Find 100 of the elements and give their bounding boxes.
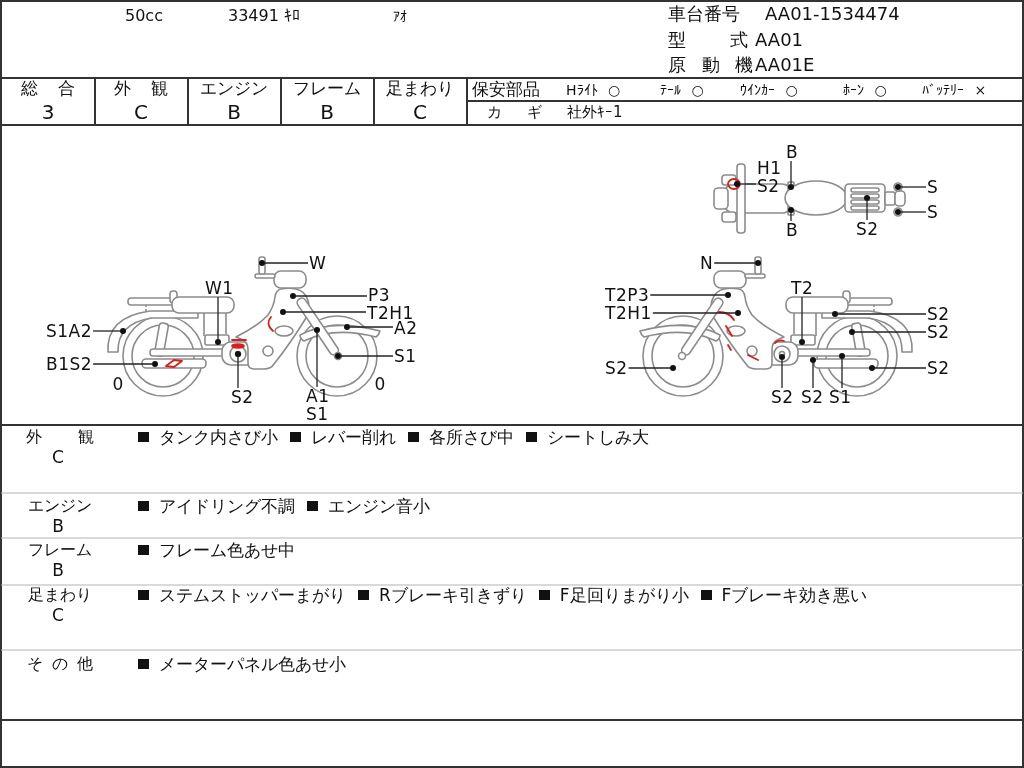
note-text: アイドリング不調 bbox=[159, 495, 295, 517]
callout-label: T2H1 bbox=[604, 304, 653, 322]
leader-line bbox=[264, 262, 309, 264]
dot-icon bbox=[832, 311, 838, 317]
section-heading: そ の 他 bbox=[26, 654, 94, 674]
dot-icon bbox=[869, 365, 875, 371]
leader-line bbox=[801, 296, 803, 340]
leader-line bbox=[652, 312, 736, 314]
callout-label: S2 bbox=[230, 388, 255, 406]
dot-icon bbox=[259, 260, 265, 266]
check-item: ﾊﾞｯﾃﾘｰ × bbox=[922, 81, 987, 99]
check-item: ﾎｰﾝ ○ bbox=[843, 81, 887, 99]
check-item: Hﾗｲﾄ ○ bbox=[566, 81, 621, 99]
callout-label: A1 S1 bbox=[305, 387, 331, 423]
callout-label: S1A2 bbox=[45, 322, 94, 340]
leader-line bbox=[340, 355, 394, 357]
callout-label: W1 bbox=[204, 279, 235, 297]
dot-icon bbox=[215, 339, 221, 345]
section-heading: フレーム bbox=[28, 540, 92, 560]
leader-line bbox=[812, 362, 814, 389]
grade-value: C bbox=[52, 448, 64, 468]
callout-label: S2 bbox=[926, 305, 951, 323]
check-item: ｳｲﾝｶｰ ○ bbox=[740, 81, 798, 99]
dot-icon bbox=[839, 353, 845, 359]
leader-line bbox=[874, 367, 927, 369]
grade-value: B bbox=[52, 517, 64, 537]
callout-label: T2P3 bbox=[604, 286, 651, 304]
callout-label: S2 bbox=[855, 220, 880, 238]
leader-line bbox=[739, 183, 757, 185]
leader-line bbox=[713, 262, 756, 264]
leader-line bbox=[627, 367, 671, 369]
dot-icon bbox=[314, 327, 320, 333]
note-text: メーターパネル色あせ小 bbox=[159, 653, 346, 675]
field-value: AA01-1534474 bbox=[765, 3, 900, 25]
grade-value: B bbox=[320, 100, 334, 124]
callout-label: W bbox=[308, 254, 328, 272]
grade-value: C bbox=[413, 100, 427, 124]
dot-icon bbox=[735, 310, 741, 316]
dot-icon bbox=[335, 353, 341, 359]
callout-label: B1S2 bbox=[45, 355, 94, 373]
leader-line bbox=[217, 296, 219, 340]
dot-icon bbox=[120, 328, 126, 334]
callout-label: S bbox=[926, 178, 940, 196]
grade-value: C bbox=[52, 606, 64, 626]
column-header: 外 観 bbox=[114, 79, 168, 99]
leader-line bbox=[781, 359, 783, 389]
callout-number: 0 bbox=[374, 375, 386, 395]
grade-value: B bbox=[52, 561, 64, 581]
dot-icon bbox=[895, 209, 901, 215]
note-text: F足回りまがり小 bbox=[559, 584, 689, 606]
section-heading: 足まわり bbox=[28, 585, 92, 605]
leader-line bbox=[349, 326, 394, 328]
callout-number: 0 bbox=[112, 375, 124, 395]
leader-line bbox=[854, 331, 927, 333]
leader-line bbox=[790, 212, 792, 222]
callout-label: N bbox=[699, 254, 715, 272]
dot-icon bbox=[670, 365, 676, 371]
leader-line bbox=[841, 358, 843, 389]
note-text: Fブレーキ効き悪い bbox=[721, 584, 868, 606]
dot-icon bbox=[779, 354, 785, 360]
dot-icon bbox=[725, 292, 731, 298]
dot-icon bbox=[788, 184, 794, 190]
field-value: AA01E bbox=[755, 54, 815, 76]
leader-line bbox=[790, 160, 792, 185]
check-item: ﾃｰﾙ ○ bbox=[660, 81, 704, 99]
callout-label: T2H1 bbox=[366, 304, 415, 322]
dot-icon bbox=[849, 329, 855, 335]
dot-icon bbox=[864, 195, 870, 201]
callout-label: S2 bbox=[800, 388, 825, 406]
callout-label: S2 bbox=[770, 388, 795, 406]
dot-icon bbox=[152, 361, 158, 367]
grade-value: C bbox=[134, 100, 148, 124]
callout-label: P3 bbox=[367, 286, 392, 304]
note-text: シートしみ大 bbox=[547, 426, 649, 448]
column-header: 足まわり bbox=[386, 79, 454, 99]
field-value: AA01 bbox=[755, 29, 804, 51]
field-value: ｱｵ bbox=[393, 7, 407, 25]
field-label: カ ギ bbox=[487, 104, 542, 122]
note-text: ステムストッパーまがり bbox=[159, 584, 346, 606]
callout-label: S1 bbox=[828, 388, 853, 406]
column-header: フレーム bbox=[293, 79, 361, 99]
callout-label: B bbox=[785, 143, 800, 161]
field-label: 型 式 bbox=[668, 29, 748, 51]
callout-label: S2 bbox=[604, 359, 629, 377]
leader-line bbox=[237, 356, 239, 389]
dot-icon bbox=[344, 324, 350, 330]
dot-icon bbox=[788, 207, 794, 213]
section-heading: 外 観 bbox=[26, 427, 94, 447]
dot-icon bbox=[810, 357, 816, 363]
note-text: エンジン音小 bbox=[328, 495, 430, 517]
callout-label: S2 bbox=[926, 359, 951, 377]
field-label: 原 動 機 bbox=[668, 54, 754, 76]
leader-line bbox=[295, 295, 368, 297]
callout-label: S2 bbox=[926, 323, 951, 341]
dot-icon bbox=[235, 351, 241, 357]
leader-line bbox=[866, 200, 868, 221]
note-text: Rブレーキ引きずり bbox=[379, 584, 527, 606]
dot-icon bbox=[280, 309, 286, 315]
field-value: 33491 ｷﾛ bbox=[228, 6, 300, 26]
dot-icon bbox=[895, 184, 901, 190]
